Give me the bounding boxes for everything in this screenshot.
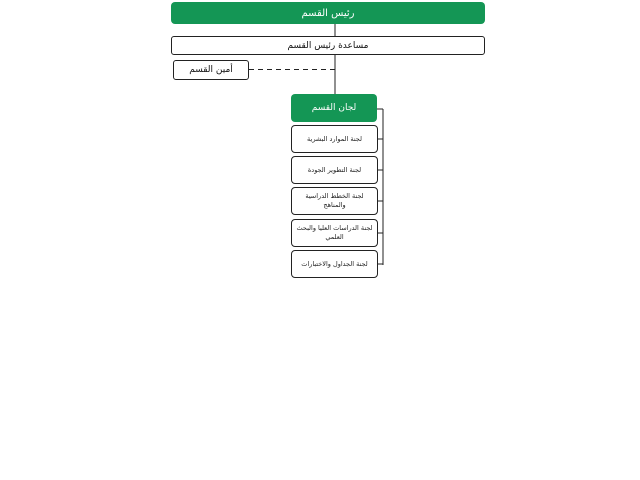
committee-schedules-exams-box: لجنة الجداول والاختبارات — [291, 250, 378, 278]
committee-curricula-box: لجنة الخطط الدراسية والمناهج — [291, 187, 378, 215]
assistant-head-box: مساعدة رئيس القسم — [171, 36, 485, 55]
committee-quality-box: لجنة التطوير الجودة — [291, 156, 378, 184]
committee-graduate-research-box: لجنة الدراسات العليا والبحث العلمي — [291, 219, 378, 247]
department-secretary-box: أمين القسم — [173, 60, 249, 80]
committees-title-box: لجان القسم — [291, 94, 377, 122]
department-head-box: رئيس القسم — [171, 2, 485, 24]
committee-hr-box: لجنة الموارد البشرية — [291, 125, 378, 153]
